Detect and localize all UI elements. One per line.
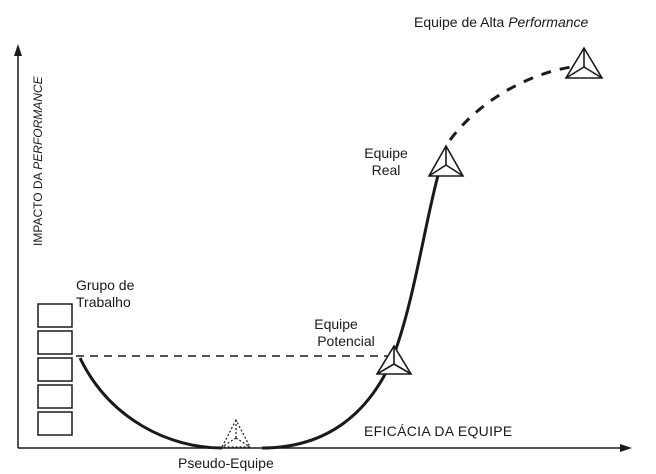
work-group-box <box>37 411 73 436</box>
work-group-label-line2: Trabalho <box>76 294 131 310</box>
work-group-box <box>37 303 73 328</box>
performance-curve-descent <box>78 357 223 450</box>
high-performance-team-label-prefix: Equipe de Alta <box>414 14 508 30</box>
work-group-label-line1: Grupo de <box>76 277 135 293</box>
work-group-boxes <box>37 303 73 436</box>
y-axis-arrowhead <box>14 44 22 56</box>
performance-curve-recovery <box>261 359 394 450</box>
real-team-label: Equipe Real <box>364 145 411 178</box>
potential-team-label-line1: Equipe <box>314 316 358 332</box>
pseudo-team-triangle <box>221 418 251 448</box>
axes <box>14 44 632 452</box>
performance-curve-rise <box>390 167 442 361</box>
high-performance-team-triangle <box>564 46 604 79</box>
x-axis-label: EFICÁCIA DA EQUIPE <box>364 423 513 439</box>
y-axis-label: IMPACTO DA PERFORMANCE <box>31 75 45 246</box>
work-group-label: Grupo de Trabalho <box>76 277 138 310</box>
work-group-box <box>37 384 73 409</box>
real-team-triangle <box>427 144 465 177</box>
potential-team-triangle <box>375 344 413 375</box>
potential-team-label-line2: Potencial <box>317 333 375 349</box>
performance-curve-dashed <box>448 64 579 141</box>
real-team-label-line2: Real <box>372 162 401 178</box>
work-group-box <box>37 357 73 382</box>
pseudo-team-label: Pseudo-Equipe <box>178 455 274 471</box>
real-team-label-line1: Equipe <box>364 145 408 161</box>
work-group-box <box>37 330 73 355</box>
potential-team-label: Equipe Potencial <box>314 316 375 349</box>
y-axis-label-prefix: IMPACTO DA <box>31 170 45 246</box>
x-axis-arrowhead <box>620 444 632 452</box>
high-performance-team-label-italic: Performance <box>508 14 588 30</box>
high-performance-team-label: Equipe de Alta Performance <box>414 14 589 30</box>
y-axis-label-italic: PERFORMANCE <box>31 75 45 169</box>
